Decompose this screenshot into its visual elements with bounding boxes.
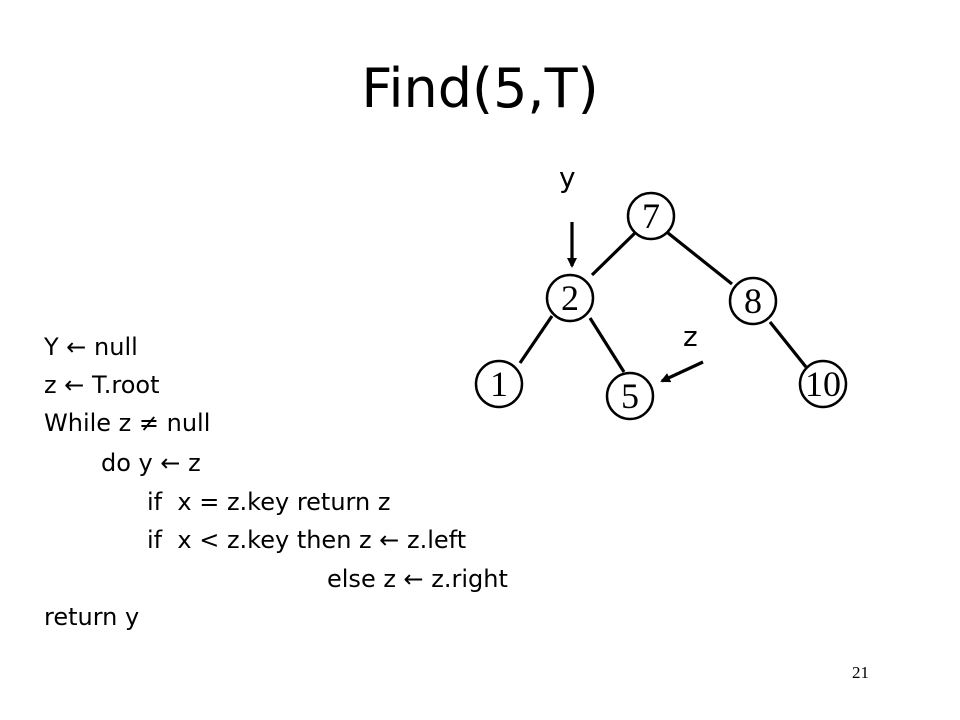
tree-node-10: 10	[798, 359, 848, 409]
svg-text:10: 10	[805, 364, 841, 404]
code-line-1: Y ← null	[44, 333, 138, 361]
edge-2-5	[588, 317, 626, 373]
edge-7-2	[590, 231, 637, 277]
svg-text:2: 2	[561, 278, 579, 318]
tree-node-8: 8	[728, 276, 778, 326]
edge-7-8	[667, 231, 733, 286]
code-line-8: return y	[44, 603, 140, 631]
tree-node-2: 2	[545, 273, 595, 323]
tree-node-1: 1	[474, 359, 524, 409]
page-number: 21	[852, 663, 869, 682]
slide-title: Find(5,T)	[361, 57, 599, 120]
code-line-6: if x < z.key then z ← z.left	[147, 526, 467, 554]
edge-8-10	[768, 321, 808, 368]
code-line-7: else z ← z.right	[327, 565, 508, 593]
y-pointer-label: y	[559, 161, 576, 194]
z-pointer-arrow	[660, 360, 704, 383]
svg-text:8: 8	[744, 281, 762, 321]
code-line-5: if x = z.key return z	[147, 488, 391, 516]
svg-text:7: 7	[642, 196, 660, 236]
z-pointer-label: z	[683, 320, 698, 353]
tree-node-5: 5	[605, 371, 655, 421]
code-line-4: do y ← z	[101, 449, 201, 477]
code-line-2: z ← T.root	[44, 371, 160, 399]
svg-text:1: 1	[490, 364, 508, 404]
code-line-3: While z ≠ null	[44, 409, 211, 437]
edge-2-1	[518, 315, 554, 364]
tree-node-7: 7	[626, 191, 676, 241]
svg-text:5: 5	[621, 376, 639, 416]
